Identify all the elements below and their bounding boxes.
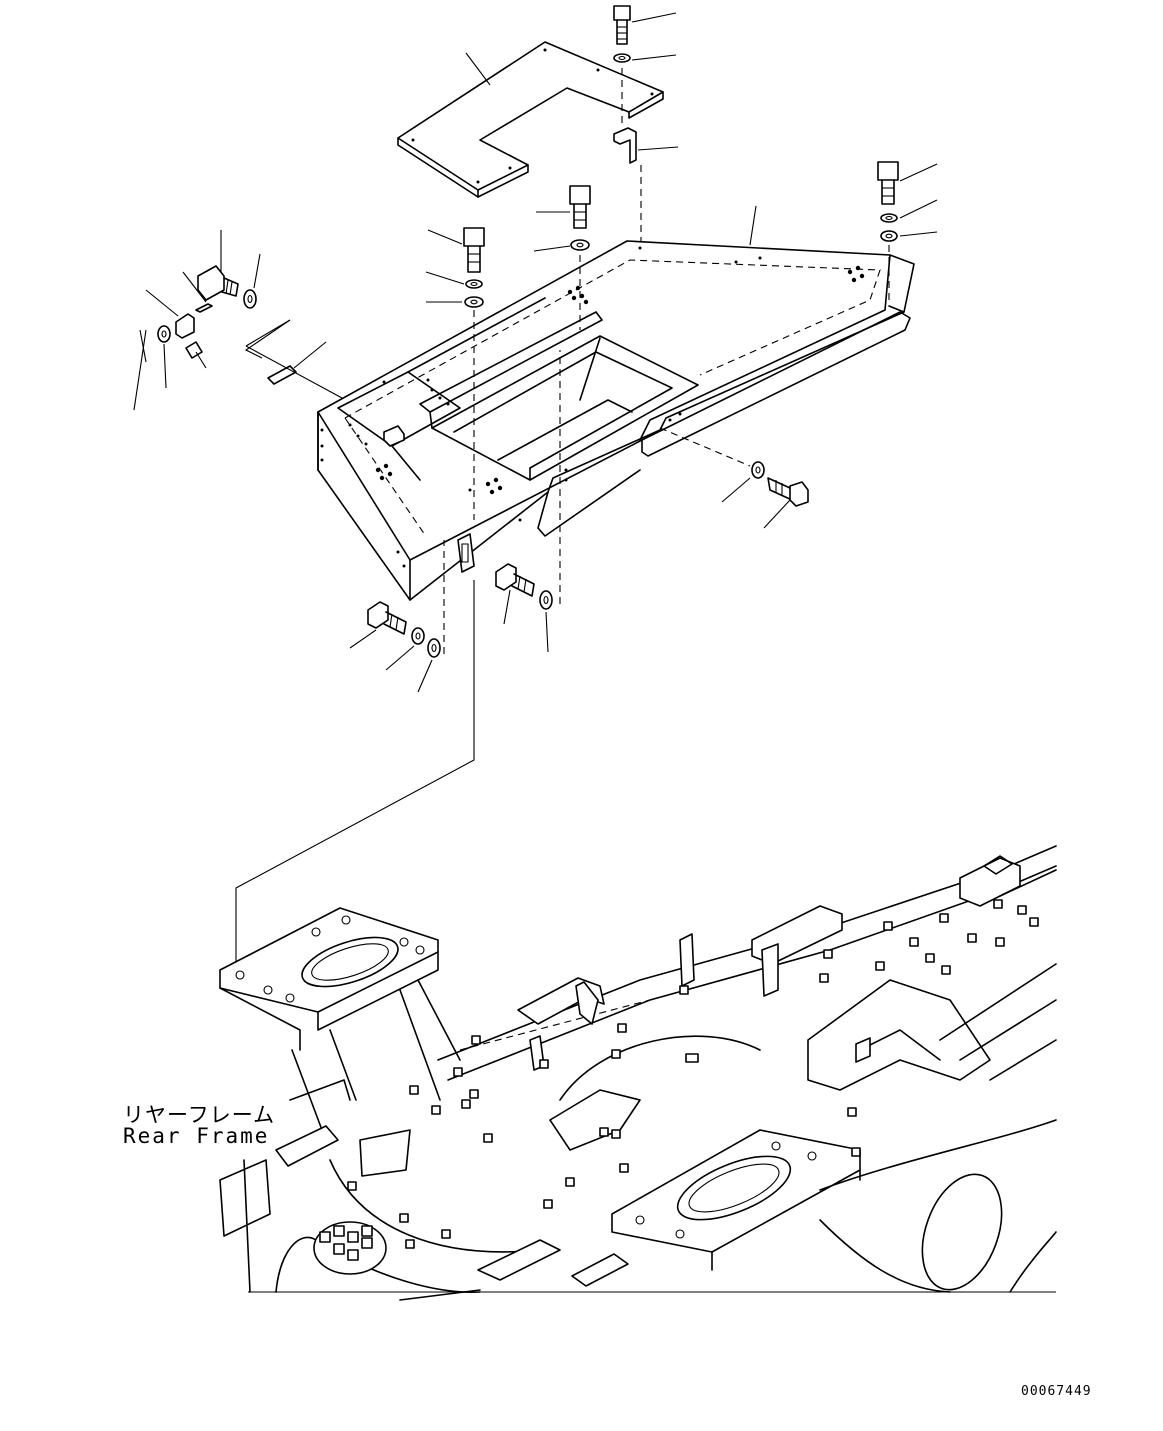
hub-bolts [320, 1226, 372, 1260]
bolt-upper [614, 6, 636, 163]
bolt-right [878, 162, 898, 241]
small-fasteners [348, 900, 1038, 1248]
bolt-lower-left [368, 602, 440, 657]
leader-line [750, 206, 756, 245]
bolt-lower-mid [496, 564, 552, 609]
bolt-center-left [464, 228, 484, 307]
latch-assembly [158, 266, 296, 384]
leader-line [466, 53, 490, 85]
bolt-lower-right [752, 462, 808, 506]
bolt-center [570, 186, 590, 250]
assembly-leader [236, 580, 474, 968]
drawing-number: 00067449 [1021, 1384, 1092, 1399]
rear-frame-label-en: Rear Frame [123, 1124, 270, 1148]
hole-pattern [320, 246, 865, 568]
main-tray-frame [318, 241, 914, 600]
cover-plate [398, 42, 663, 197]
rear-frame-label-jp: リヤーフレーム [123, 1103, 276, 1127]
rear-frame [220, 846, 1056, 1301]
